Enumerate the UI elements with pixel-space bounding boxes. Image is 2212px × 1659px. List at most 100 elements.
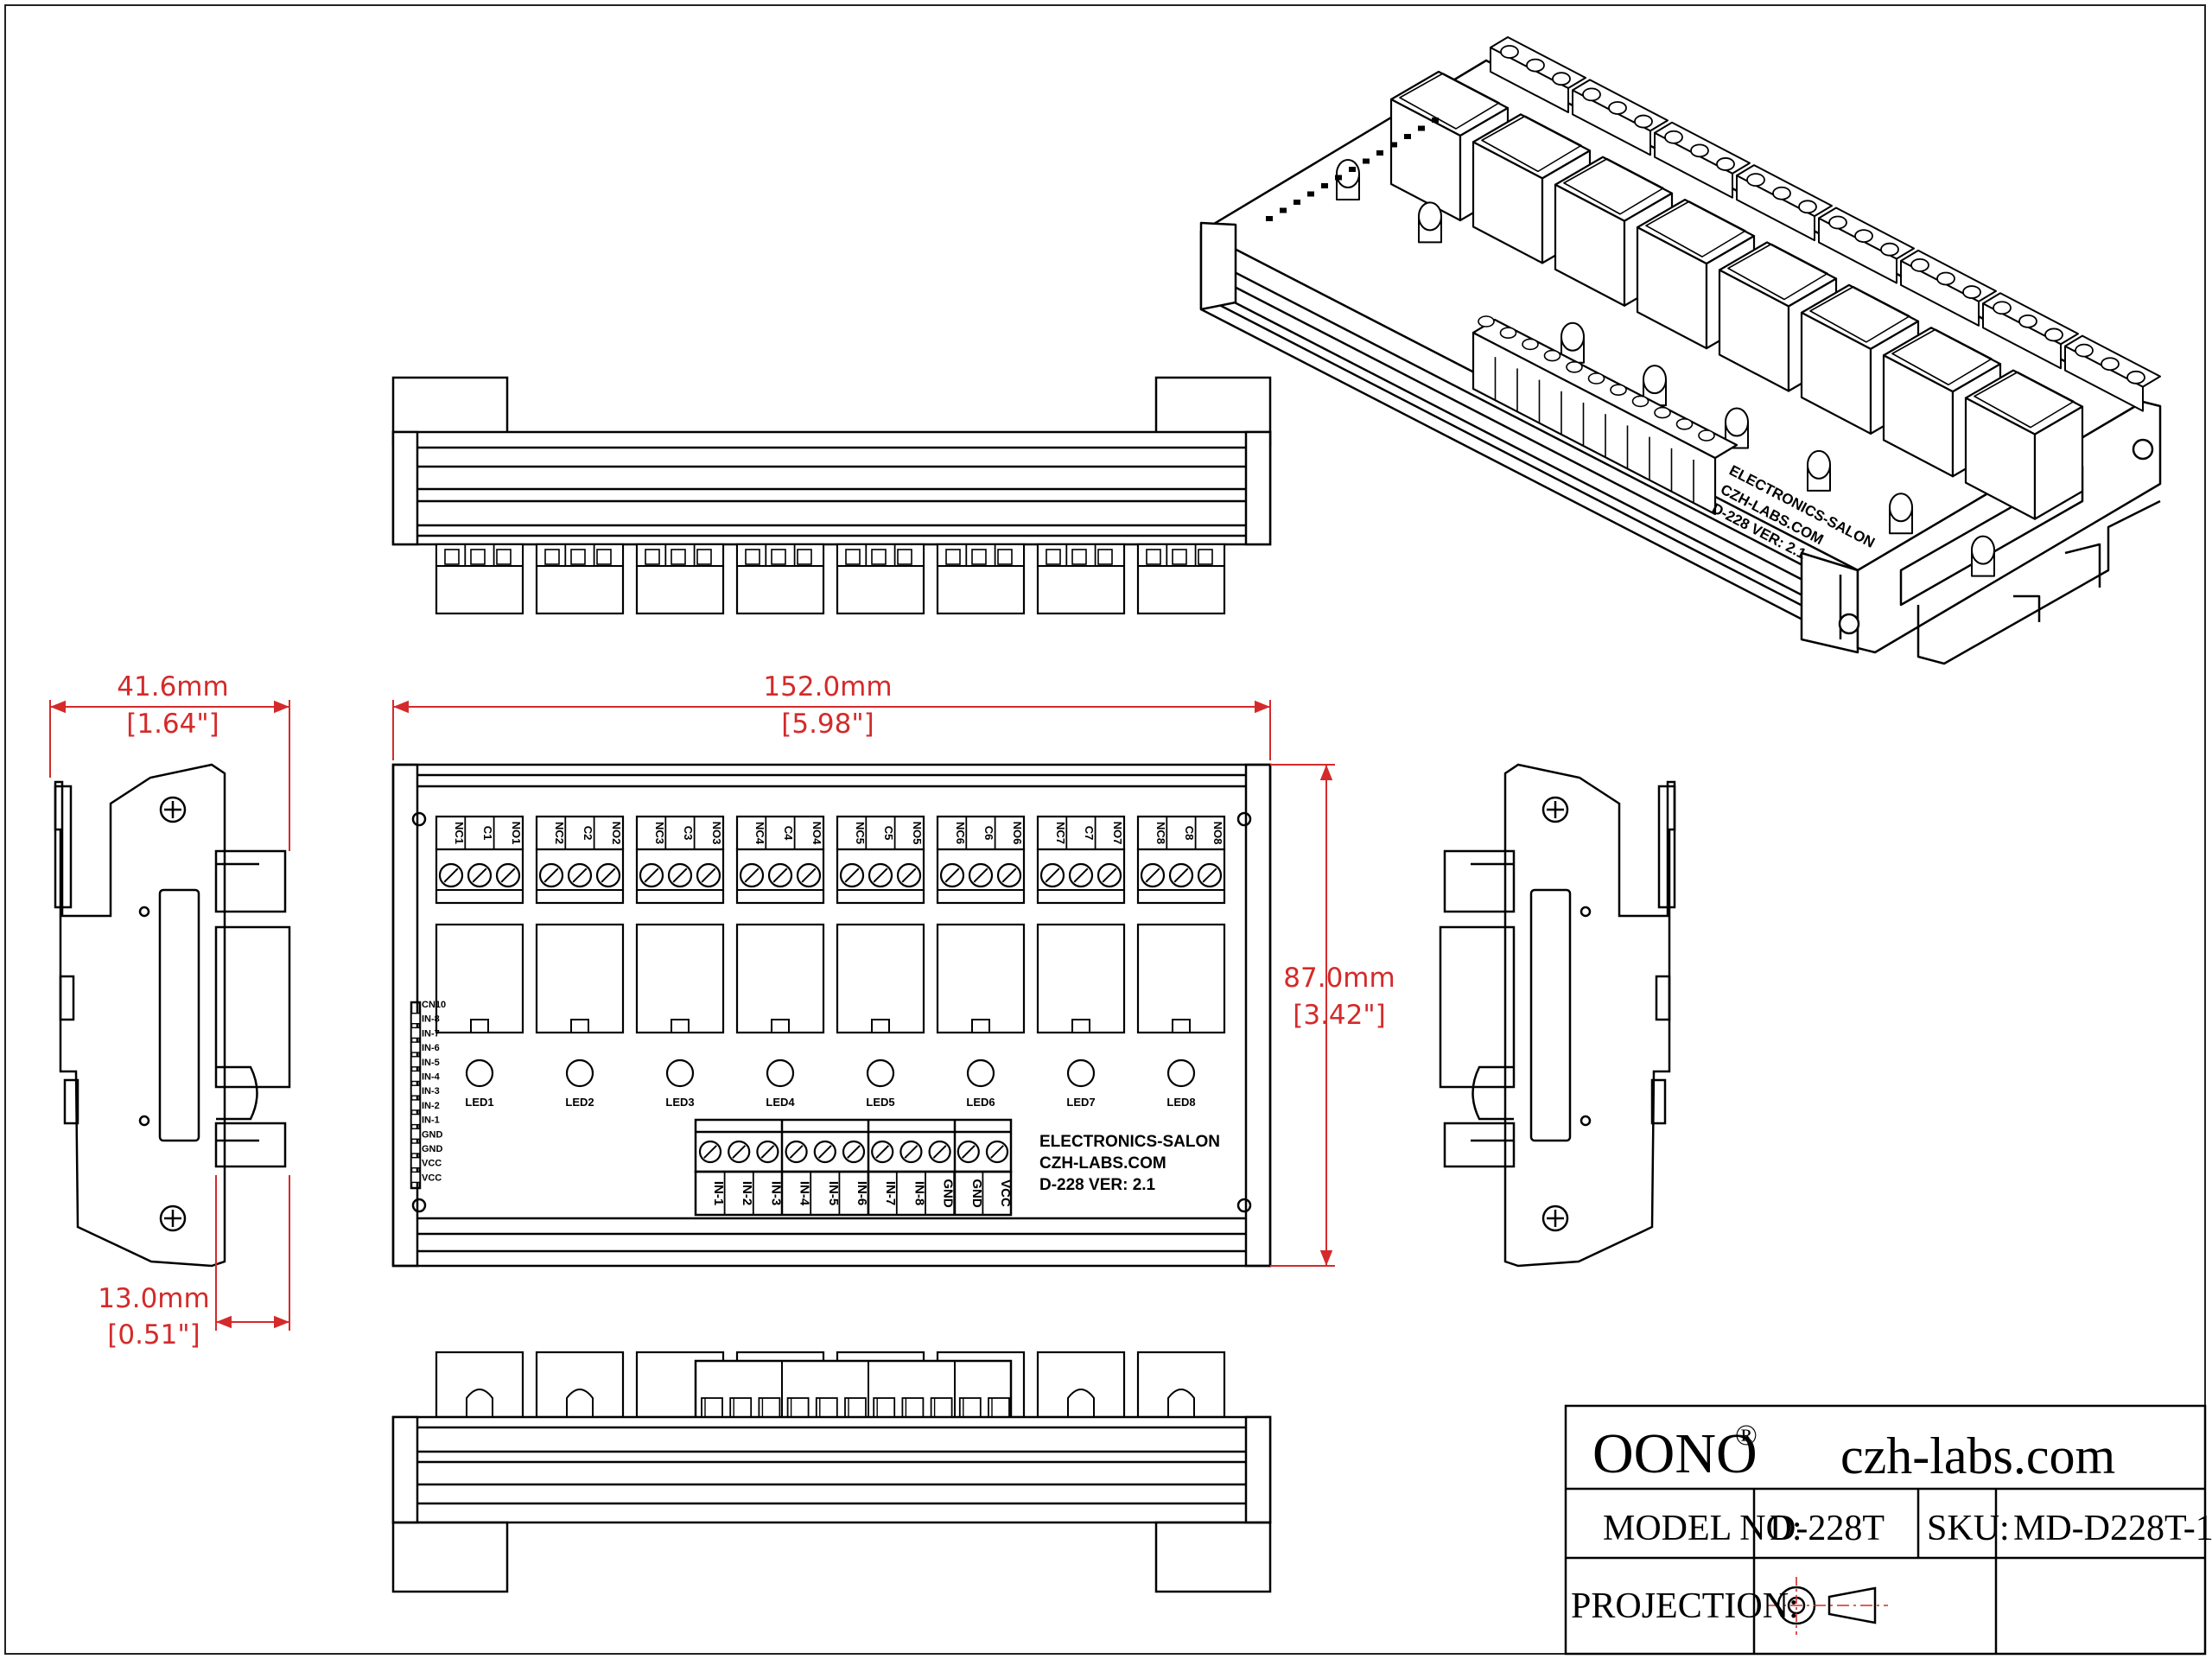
relay-notch [570,1019,589,1033]
header-pin-label: GND [422,1129,443,1140]
input-pin-10: GND [953,1140,984,1215]
iso-input-connector [1471,315,1738,516]
iso-terminal-3 [1654,121,1751,199]
input-pin-label: IN-8 [912,1181,926,1205]
header-pin-label: VCC [422,1159,442,1169]
bottom-input-pin-2 [729,1397,753,1418]
led-label: LED5 [866,1096,894,1109]
output-pin-label: NO4 [810,822,823,846]
led-side [1067,1389,1095,1417]
iso-terminal-6 [1900,249,1997,327]
input-pin-2: IN-2 [723,1140,754,1215]
terminal-label-strip [635,815,725,851]
dim-depth-bottom-inch: [0.51"] [107,1319,200,1351]
header-pin-6: IN-4 [410,1070,441,1083]
output-pin-label: NC6 [954,822,967,844]
bottom-input-pin-1 [701,1397,723,1418]
header-pin-11: GND [410,1142,443,1154]
input-pin-label: IN-3 [768,1181,783,1205]
bottom-input-pin-10 [958,1397,982,1418]
led-side [466,1389,493,1417]
model-value: D-228T [1770,1509,1885,1548]
relay-notch [671,1019,690,1033]
output-pin-label: NO3 [710,822,723,845]
bottom-relay-2 [535,1351,625,1419]
dim-height-right-mm: 87.0mm [1283,963,1395,994]
relay [1036,923,1126,1034]
iso-header-pins [1266,118,1439,221]
header-pin-label: IN-6 [422,1043,440,1053]
input-pin-label: IN-1 [711,1181,726,1205]
header-pin-3: IN-7 [410,1027,440,1039]
led-label: LED1 [465,1096,493,1109]
input-pin-7: IN-7 [867,1140,898,1215]
input-pin-label: IN-7 [883,1181,898,1205]
terminal-screw [1197,862,1223,888]
terminal-screw [595,862,621,888]
brand-registered-mark: ® [1735,1420,1758,1452]
terminal-screw [785,1140,808,1164]
led-label: LED4 [766,1096,795,1109]
dim-width-top-inch: [5.98"] [781,709,874,740]
terminal-screw [1140,862,1166,888]
bottom-relay-1 [435,1351,524,1419]
terminal-screw [567,862,593,888]
left-side-view [54,763,291,1268]
iso-relay-8 [1964,369,2084,520]
output-pin-label: C4 [782,826,795,841]
header-pin-label: IN-3 [422,1086,440,1096]
iso-terminal-5 [1818,207,1915,284]
input-pin-11: VCC [982,1140,1013,1215]
bottom-input-pin-8 [901,1397,925,1418]
input-pin-label: IN-6 [855,1181,869,1205]
top-terminal-block-8 [1136,543,1226,615]
led-label: LED8 [1166,1096,1195,1109]
header-pin-13: VCC [410,1171,442,1183]
terminal-screw [639,862,664,888]
terminal-screw [813,1140,836,1164]
led-side [1167,1389,1195,1417]
terminal-label-strip [1136,815,1226,851]
output-pin-label: NO2 [610,822,623,845]
top-terminal-block-5 [836,543,925,615]
terminal-screw [495,862,521,888]
header-pin-7: IN-3 [410,1084,440,1096]
relay-notch [1071,1019,1090,1033]
terminal-screw [928,1140,951,1164]
led [565,1058,594,1088]
brand-name: OONO [1592,1422,1758,1485]
top-terminal-block-6 [936,543,1026,615]
output-pin-label: NC2 [553,822,566,844]
iso-led-4 [1643,365,1667,407]
terminal-screw [1068,862,1094,888]
output-pin-label: C3 [682,826,695,841]
bottom-input-pin-5 [815,1397,838,1418]
relay [836,923,925,1034]
output-pin-label: C5 [882,826,895,841]
top-terminal-block-3 [635,543,725,615]
input-pin-6: IN-6 [838,1140,869,1215]
website-url: czh-labs.com [1840,1427,2115,1484]
dimensions [49,700,1335,1331]
dim-width-left-inch: [1.64"] [126,709,219,740]
header-pin-label: VCC [422,1173,442,1183]
led [866,1058,895,1088]
bottom-view [391,1351,1272,1593]
header-pin-label: CN10 [422,1000,446,1010]
terminal-screw [868,862,893,888]
terminal-screw [1039,862,1065,888]
terminal-screw [739,862,765,888]
relay-notch [971,1019,990,1033]
header-pin-label: IN-8 [422,1014,440,1025]
top-terminal-block-2 [535,543,625,615]
header-pin-label: IN-5 [422,1058,440,1068]
header-pin-1: CN10 [422,1000,446,1010]
output-pin-label: NC4 [753,822,766,845]
output-pin-label: C6 [982,826,995,841]
header-pin-label: IN-2 [422,1101,440,1111]
header-pin-2: IN-8 [410,1012,440,1025]
terminal-label-strip [435,815,524,851]
